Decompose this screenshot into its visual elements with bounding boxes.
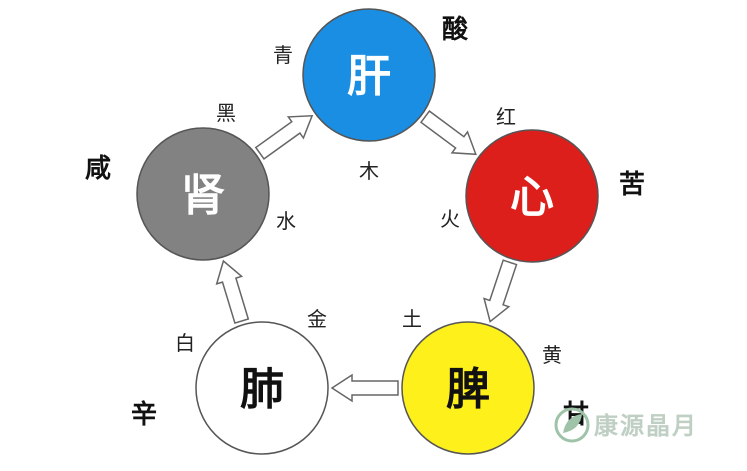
liver-circle	[302, 8, 436, 142]
watermark-text: 康源晶月	[594, 412, 698, 440]
heart-circle	[465, 129, 599, 263]
kidney-organ-label: 肾	[181, 170, 225, 221]
kidney-element-label: 水	[276, 209, 296, 233]
spleen-color-label: 黄	[542, 343, 562, 367]
lung-element-label: 金	[307, 307, 327, 331]
liver-organ-label: 肝	[347, 51, 391, 102]
node-lung: 肺 白 金 辛	[131, 307, 329, 455]
arrow-lung-to-kidney	[215, 259, 250, 325]
liver-color-label: 青	[273, 43, 293, 67]
node-heart: 心 红 火 苦	[440, 105, 645, 263]
liver-taste-label: 酸	[442, 15, 469, 45]
lung-organ-label: 肺	[240, 364, 284, 415]
kidney-circle	[136, 127, 270, 261]
arrow-kidney-to-liver	[254, 114, 314, 160]
node-liver: 肝 青 木 酸	[273, 8, 469, 183]
node-kidney: 肾 黑 水 咸	[85, 101, 296, 261]
kidney-color-label: 黑	[216, 101, 236, 125]
heart-organ-label: 心	[510, 172, 554, 223]
arrow-spleen-to-lung	[330, 373, 399, 403]
heart-color-label: 红	[496, 105, 516, 129]
lung-color-label: 白	[175, 331, 195, 355]
liver-element-label: 木	[359, 159, 379, 183]
node-spleen: 脾 黄 土 甘	[401, 307, 589, 455]
arrow-liver-to-heart	[419, 110, 477, 156]
heart-taste-label: 苦	[619, 170, 645, 200]
spleen-element-label: 土	[402, 307, 422, 331]
spleen-organ-label: 脾	[446, 364, 490, 415]
watermark: 康源晶月	[554, 407, 698, 443]
leaf-logo-icon	[554, 407, 590, 443]
kidney-taste-label: 咸	[85, 154, 111, 184]
cycle-arrows	[215, 110, 518, 403]
lung-taste-label: 辛	[131, 399, 157, 430]
lung-circle	[195, 321, 329, 455]
heart-element-label: 火	[440, 207, 460, 231]
arrow-heart-to-spleen	[483, 259, 518, 323]
spleen-circle	[401, 321, 535, 455]
